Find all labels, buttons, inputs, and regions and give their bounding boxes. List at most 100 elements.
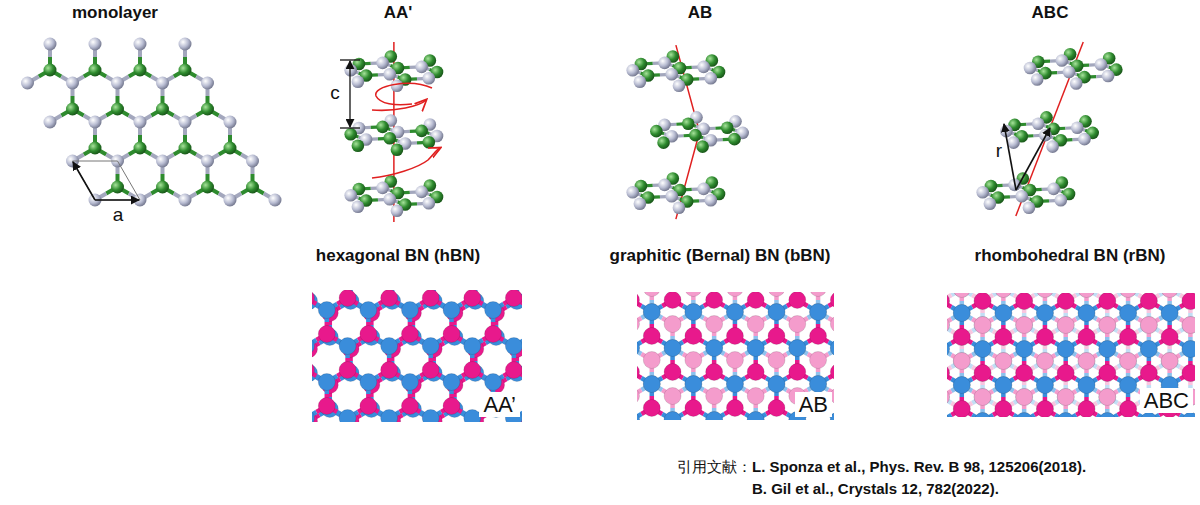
atom	[318, 302, 335, 319]
boron-atom	[352, 139, 365, 152]
top-layer	[312, 290, 522, 422]
nitrogen-atom	[658, 179, 671, 192]
lattice-vector	[73, 162, 95, 200]
atom	[1016, 293, 1033, 310]
boron-atom	[682, 117, 695, 130]
atom	[789, 340, 806, 357]
atom	[1078, 377, 1095, 394]
atom	[1182, 341, 1195, 358]
atom	[381, 362, 398, 379]
nitrogen-atom	[673, 79, 686, 92]
atom	[401, 302, 418, 319]
atom	[637, 292, 640, 309]
boron-atom	[728, 133, 741, 146]
nitrogen-atom	[626, 186, 639, 199]
atom	[1057, 341, 1074, 358]
atom	[381, 410, 398, 423]
atom	[1120, 329, 1137, 346]
nitrogen-atom	[423, 197, 436, 210]
atom	[789, 340, 806, 357]
atom	[953, 401, 970, 418]
atom	[726, 376, 743, 393]
nitrogen-atom	[44, 38, 57, 51]
atom	[974, 365, 991, 382]
panel-title: monolayer	[72, 3, 158, 23]
nitrogen-atom	[383, 193, 396, 206]
atom	[1182, 317, 1195, 334]
atom	[995, 305, 1012, 322]
atom	[726, 376, 743, 393]
atom	[953, 401, 970, 418]
nitrogen-atom	[1046, 140, 1059, 153]
vector-label: r	[996, 140, 1002, 162]
atom	[1016, 341, 1033, 358]
atom	[1057, 317, 1074, 334]
atom	[974, 293, 991, 310]
atom	[947, 341, 950, 358]
atom	[768, 400, 785, 417]
atom	[995, 305, 1012, 322]
atom	[995, 353, 1012, 370]
atom	[1120, 377, 1137, 394]
nitrogen-atom	[134, 116, 147, 129]
atom	[643, 400, 660, 417]
atom	[1099, 293, 1116, 310]
atom	[1182, 293, 1195, 310]
boron-atom	[66, 103, 79, 116]
atom	[1161, 353, 1178, 370]
atom	[1140, 293, 1157, 310]
nitrogen-atom	[344, 64, 357, 77]
top-layer	[312, 290, 522, 422]
atom	[995, 401, 1012, 418]
atom	[1078, 293, 1095, 298]
nitrogen-atom	[344, 189, 357, 202]
atom	[747, 412, 764, 421]
nitrogen-atom	[352, 200, 365, 213]
atom	[401, 374, 418, 391]
atom	[995, 377, 1012, 394]
atom	[974, 341, 991, 358]
spacing-label: c	[330, 82, 340, 104]
atom	[1078, 377, 1095, 394]
atom	[485, 302, 502, 319]
lattice-constant-label: a	[113, 204, 124, 226]
atom	[443, 374, 460, 391]
atom	[637, 364, 640, 381]
atom	[1140, 365, 1157, 382]
panel-title: ABC	[1032, 3, 1069, 23]
atom	[1120, 293, 1137, 298]
bn-layer	[626, 50, 725, 92]
atom	[312, 410, 315, 423]
atom	[401, 326, 418, 343]
atom	[685, 352, 702, 369]
atom	[974, 413, 991, 418]
top-view	[947, 293, 1195, 417]
atom	[1057, 293, 1074, 310]
atom	[768, 292, 785, 297]
atom	[974, 293, 991, 310]
atom	[706, 292, 723, 309]
atom	[1140, 341, 1157, 358]
atom	[360, 374, 377, 391]
atom	[1036, 401, 1053, 418]
boron-atom	[721, 121, 734, 134]
bn-layer	[976, 172, 1075, 214]
top-layer	[947, 293, 1195, 417]
atom	[789, 292, 806, 309]
atom	[360, 326, 377, 343]
atom	[1036, 377, 1053, 394]
atom	[747, 388, 764, 405]
atom	[810, 352, 827, 369]
atom	[464, 362, 481, 379]
boron-atom	[156, 103, 169, 116]
atom	[1036, 401, 1053, 418]
nitrogen-atom	[634, 197, 647, 210]
atom	[1016, 341, 1033, 358]
atom	[1140, 341, 1157, 358]
structure-name: graphitic (Bernal) BN (bBN)	[610, 246, 831, 266]
boron-atom	[134, 64, 147, 77]
atom	[401, 398, 418, 415]
atom	[685, 328, 702, 345]
atom	[726, 352, 743, 369]
